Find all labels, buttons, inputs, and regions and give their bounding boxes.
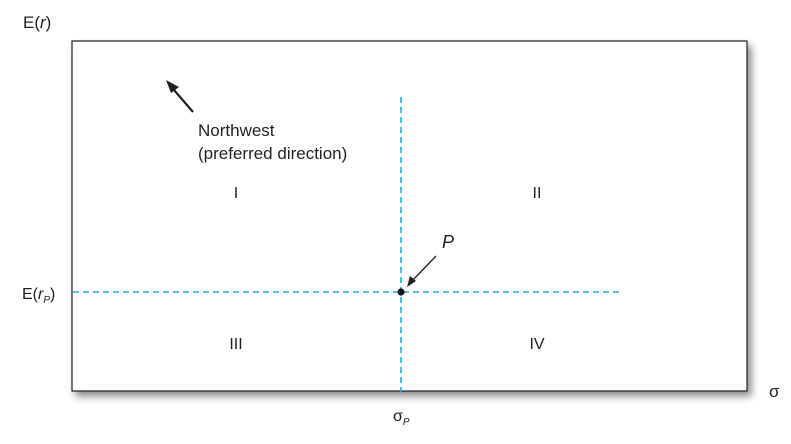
- portfolio-point-p: [397, 288, 405, 296]
- pointer-arrow-head: [407, 276, 416, 287]
- pointer-arrow-shaft: [410, 255, 437, 283]
- plot-frame: [71, 40, 748, 392]
- northwest-arrow-head: [166, 80, 179, 93]
- northwest-arrow-shaft: [173, 89, 194, 113]
- x-axis-label: σ: [769, 382, 780, 401]
- expected-return-p-label: E(rP): [22, 286, 55, 306]
- y-axis-label: E(r): [23, 13, 51, 32]
- northwest-label-line1: Northwest: [198, 121, 275, 140]
- quadrant-4-label: IV: [529, 336, 544, 353]
- point-p-label: P: [442, 232, 454, 252]
- quadrant-1-label: I: [234, 185, 238, 202]
- northwest-label-line2: (preferred direction): [198, 144, 347, 163]
- quadrant-2-label: II: [533, 185, 542, 202]
- quadrant-3-label: III: [229, 336, 242, 353]
- sigma-p-label: σP: [393, 408, 410, 428]
